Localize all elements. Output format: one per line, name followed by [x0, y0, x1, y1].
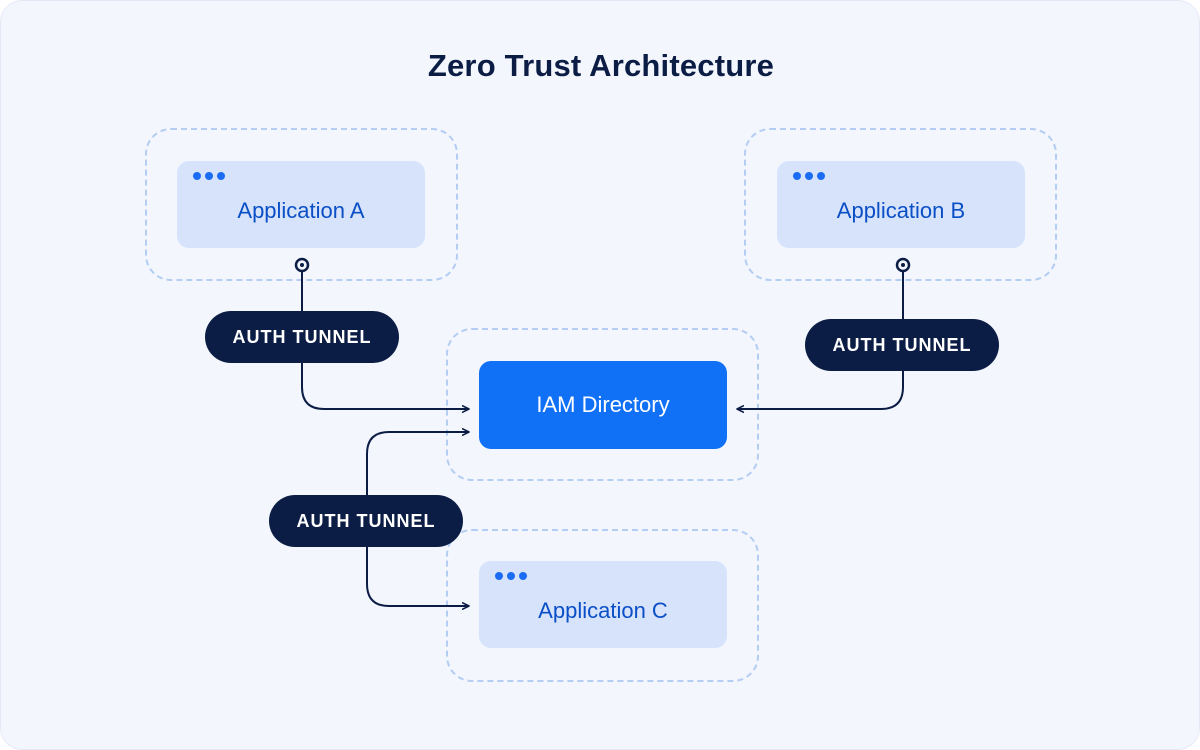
application-b-label: Application B — [836, 198, 966, 223]
diagram-title: Zero Trust Architecture — [427, 48, 775, 83]
connector-b-to-iam — [736, 272, 904, 413]
application-b-zone — [744, 128, 1057, 281]
application-b-card[interactable]: Application B — [777, 161, 1025, 248]
window-dots-icon — [495, 572, 527, 580]
auth-tunnel-right-pill: AUTH TUNNEL — [805, 319, 999, 371]
application-a-card[interactable]: Application A — [177, 161, 425, 248]
application-c-label: Application C — [538, 598, 668, 623]
auth-tunnel-bottom-pill: AUTH TUNNEL — [269, 495, 463, 547]
application-c-card[interactable]: Application C — [479, 561, 727, 648]
window-dots-icon — [793, 172, 825, 180]
connector-a-to-iam — [301, 272, 470, 413]
window-dots-icon — [193, 172, 225, 180]
auth-tunnel-left-pill: AUTH TUNNEL — [205, 311, 399, 363]
iam-directory-zone — [446, 328, 759, 481]
iam-directory-box[interactable]: IAM Directory — [479, 361, 727, 449]
application-a-label: Application A — [237, 198, 365, 223]
